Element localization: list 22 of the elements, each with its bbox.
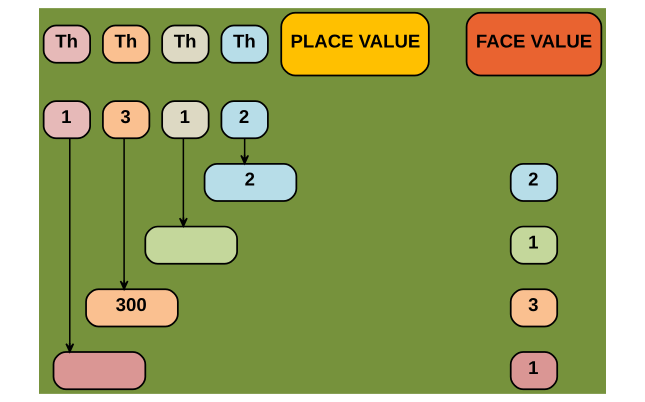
node-box: 1 bbox=[510, 226, 558, 265]
node-box: PLACE VALUE bbox=[280, 12, 430, 76]
arrow bbox=[178, 138, 188, 228]
node-box: 1 bbox=[42, 100, 91, 140]
node-box: 2 bbox=[510, 162, 558, 202]
node-box: Th bbox=[102, 24, 150, 64]
arrow bbox=[120, 138, 129, 290]
node-box: Th bbox=[42, 24, 91, 64]
node-box: 2 bbox=[204, 162, 298, 202]
node-box: 3 bbox=[510, 288, 558, 328]
arrow bbox=[240, 138, 250, 164]
node-box: Th bbox=[220, 24, 269, 64]
node-box: 1 bbox=[510, 351, 558, 390]
node-box: 300 bbox=[85, 288, 179, 328]
node-box: 2 bbox=[220, 100, 269, 140]
arrow bbox=[65, 138, 74, 353]
node-box: 3 bbox=[102, 100, 150, 140]
node-box: FACE VALUE bbox=[466, 12, 602, 76]
node-box: 1 bbox=[161, 100, 210, 140]
node-box bbox=[52, 351, 146, 390]
node-box: Th bbox=[161, 24, 210, 64]
node-box bbox=[144, 226, 238, 265]
